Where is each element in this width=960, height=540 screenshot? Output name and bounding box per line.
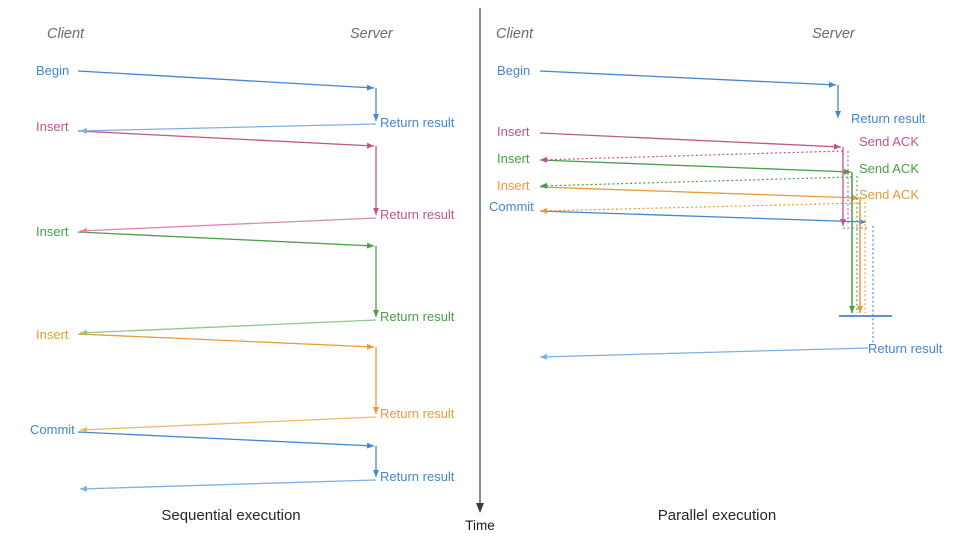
lane-title-client-left: Client xyxy=(47,26,85,42)
time-axis-group: Time xyxy=(465,8,495,533)
lane-title-server-right: Server xyxy=(812,26,856,42)
server-message-label-parallel-2: Send ACK xyxy=(859,161,919,176)
client-message-label-parallel-0: Begin xyxy=(497,63,530,78)
ack-arrow-parallel-0 xyxy=(539,150,844,163)
server-message-label-sequential-4: Return result xyxy=(380,469,455,484)
client-message-label-sequential-2: Insert xyxy=(36,224,69,239)
request-arrow-parallel-2 xyxy=(539,159,852,175)
client-message-label-parallel-3: Insert xyxy=(497,178,530,193)
client-message-label-parallel-1: Insert xyxy=(497,124,530,139)
request-arrow-parallel-4 xyxy=(539,210,867,225)
server-message-label-parallel-3: Send ACK xyxy=(859,187,919,202)
request-arrow-sequential-3 xyxy=(77,333,375,350)
time-axis-label: Time xyxy=(465,518,495,533)
response-arrow-sequential-1 xyxy=(79,217,377,234)
caption-sequential: Sequential execution xyxy=(161,507,300,524)
time-axis-arrowhead xyxy=(476,503,484,513)
client-message-label-sequential-4: Commit xyxy=(30,422,75,437)
server-message-label-parallel-0: Return result xyxy=(851,111,926,126)
client-message-label-sequential-0: Begin xyxy=(36,63,69,78)
client-message-label-sequential-3: Insert xyxy=(36,327,69,342)
client-message-label-parallel-2: Insert xyxy=(497,151,530,166)
lane-titles: Client Server Client Server xyxy=(47,26,856,42)
response-arrow-sequential-0 xyxy=(79,123,377,134)
server-message-label-parallel-1: Send ACK xyxy=(859,134,919,149)
request-arrow-sequential-1 xyxy=(77,130,375,149)
ack-arrow-parallel-1 xyxy=(539,176,853,189)
lane-title-server-left: Server xyxy=(350,26,394,42)
server-message-label-parallel-4: Return result xyxy=(868,341,943,356)
request-arrow-parallel-3 xyxy=(539,186,860,201)
request-arrow-parallel-0 xyxy=(539,70,837,88)
client-message-label-parallel-4: Commit xyxy=(489,199,534,214)
response-arrow-sequential-4 xyxy=(79,479,377,492)
response-arrow-parallel-0 xyxy=(539,347,869,360)
client-message-label-sequential-1: Insert xyxy=(36,119,69,134)
request-arrow-sequential-0 xyxy=(77,70,375,91)
server-message-label-sequential-0: Return result xyxy=(380,115,455,130)
response-arrow-sequential-2 xyxy=(79,319,377,336)
ack-arrow-parallel-2 xyxy=(539,202,861,214)
request-arrow-parallel-1 xyxy=(539,132,842,150)
request-arrow-sequential-2 xyxy=(77,231,375,249)
panel-parallel-geometry xyxy=(539,70,892,360)
lane-title-client-right: Client xyxy=(496,26,534,42)
response-arrow-sequential-3 xyxy=(79,416,377,433)
server-message-label-sequential-3: Return result xyxy=(380,406,455,421)
panel-sequential-geometry xyxy=(77,70,379,492)
server-message-label-sequential-2: Return result xyxy=(380,309,455,324)
caption-parallel: Parallel execution xyxy=(658,507,776,524)
request-arrow-sequential-4 xyxy=(77,431,375,449)
server-message-label-sequential-1: Return result xyxy=(380,207,455,222)
